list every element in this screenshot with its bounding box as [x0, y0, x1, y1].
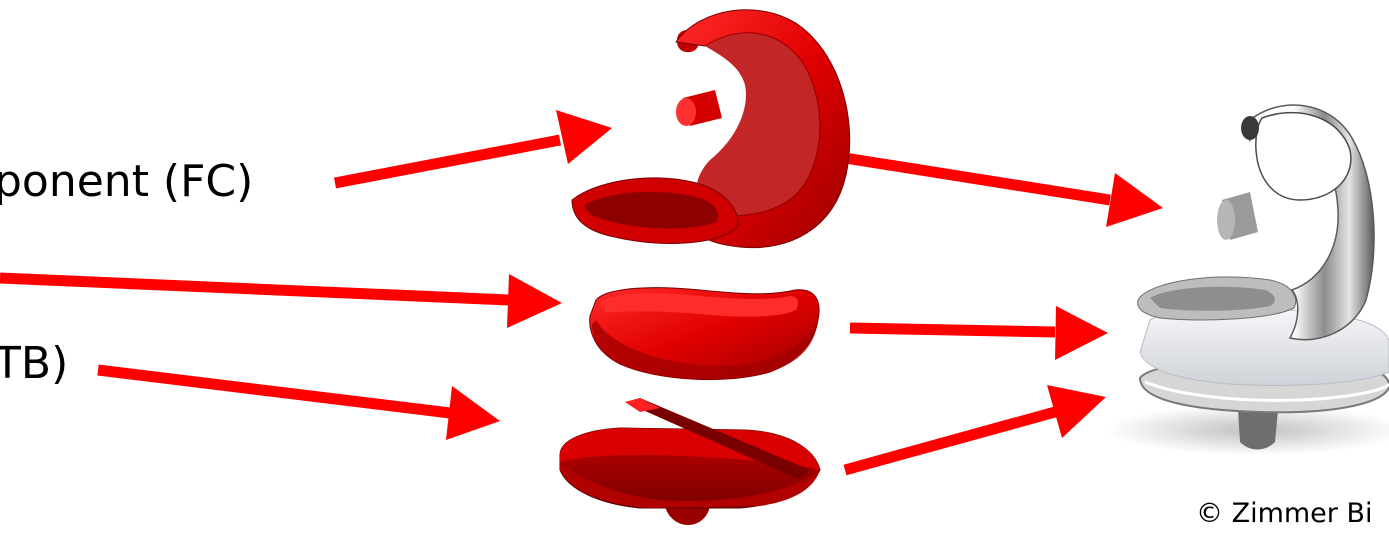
tibial-baseplate-label: TB) — [0, 342, 68, 386]
femoral-component-part — [572, 10, 850, 248]
arrow-tb-to-implant — [845, 385, 1106, 470]
arrow-insert-to-implant — [850, 306, 1108, 360]
arrow-fc-to-part — [335, 110, 612, 183]
copyright-notice: © Zimmer Bi — [1196, 500, 1373, 527]
knee-implant-photo — [1105, 105, 1389, 455]
arrow-fc-to-implant — [845, 158, 1163, 227]
tibial-baseplate-part — [560, 398, 820, 525]
femoral-component-label: ponent (FC) — [0, 160, 253, 204]
arrow-insert-to-part — [0, 274, 562, 328]
arrow-tb-to-part — [98, 370, 500, 440]
tibial-insert-part — [590, 288, 819, 380]
